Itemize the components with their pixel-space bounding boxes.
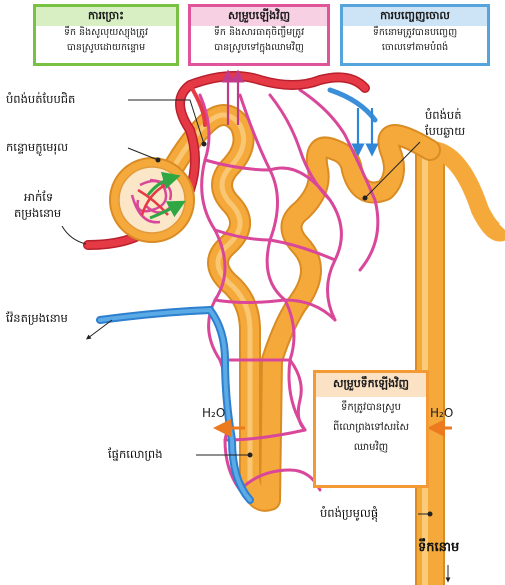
filtration-line-2: បានស្រូបដោយកន្ទោម xyxy=(66,42,146,53)
reabsorption-line-1: ទឹក និងសារធាតុចិញ្ចឹមត្រូវ xyxy=(213,27,305,38)
bowman-capsule-label: កន្ទោមក្លូមេរុល xyxy=(6,140,69,154)
afferent-artery-label-line-1: អាក់ទែ xyxy=(24,190,54,204)
filtration-arrows xyxy=(146,171,186,220)
reabsorption-box: សម្រួបឡើងវិញ ទឹក និងសារធាតុចិញ្ចឹមត្រូវ … xyxy=(188,4,330,66)
filtration-title: ការច្រោះ xyxy=(36,7,176,26)
reabsorption-title: សម្រួបឡើងវិញ xyxy=(191,7,327,26)
proximal-tubule-label: បំពង់បត់បែបជិត xyxy=(6,92,76,106)
filtration-box: ការច្រោះ ទឹក និងសូលុយស្យុងត្រូវ បានស្រូប… xyxy=(33,4,179,66)
reabsorption-line-2: បានស្រូបទៅក្នុងឈាមវិញ xyxy=(214,42,304,53)
glomerulus xyxy=(109,157,195,243)
leader-lines xyxy=(61,99,451,583)
urine-label: ទឹកនោម xyxy=(418,540,460,555)
secretion-title: ការបញ្ចេញចោល xyxy=(343,7,487,26)
secretion-arrows xyxy=(351,108,379,157)
secretion-line-1: ទឹកនោមត្រូវបានបញ្ចេញ xyxy=(372,27,458,38)
distal-tubule-label-line-2: បែបឆ្ងាយ xyxy=(425,124,466,138)
collecting-duct-label: បំពង់ប្រមូលផ្តុំ xyxy=(320,506,379,520)
filtration-line-1: ទឹក និងសូលុយស្យុងត្រូវ xyxy=(63,27,149,38)
afferent-artery-label-line-2: តម្រងនោម xyxy=(14,206,62,220)
water-reabsorption-line-1: ទឹកត្រូវបានស្រូប xyxy=(341,402,401,413)
collecting-duct xyxy=(415,141,505,585)
water-reabsorption-title: សម្រួបទឹកឡើងវិញ xyxy=(316,373,426,397)
secretion-line-2: ចោលទៅតាមបំពង់ xyxy=(381,42,449,53)
h2o-label-loop: H₂O xyxy=(202,406,226,420)
h2o-label-duct: H₂O xyxy=(430,406,454,420)
reabsorption-arrows xyxy=(221,69,245,125)
secretion-box: ការបញ្ចេញចោល ទឹកនោមត្រូវបានបញ្ចេញ ចោលទៅត… xyxy=(340,4,490,66)
water-reabsorption-line-2: ពីលោព្រងទៅសរសៃ xyxy=(333,422,409,433)
water-reabsorption-line-3: ឈាមវិញ xyxy=(353,442,389,453)
loop-of-henle-label: ផ្នែកលោព្រង xyxy=(108,447,163,461)
water-reabsorption-box: សម្រួបទឹកឡើងវិញ ទឹកត្រូវបានស្រូប ពីលោព្រ… xyxy=(313,370,429,488)
renal-vein-label: វ៉ែនតម្រងនោម xyxy=(6,311,68,325)
distal-tubule-label-line-1: បំពង់បត់ xyxy=(425,108,462,122)
